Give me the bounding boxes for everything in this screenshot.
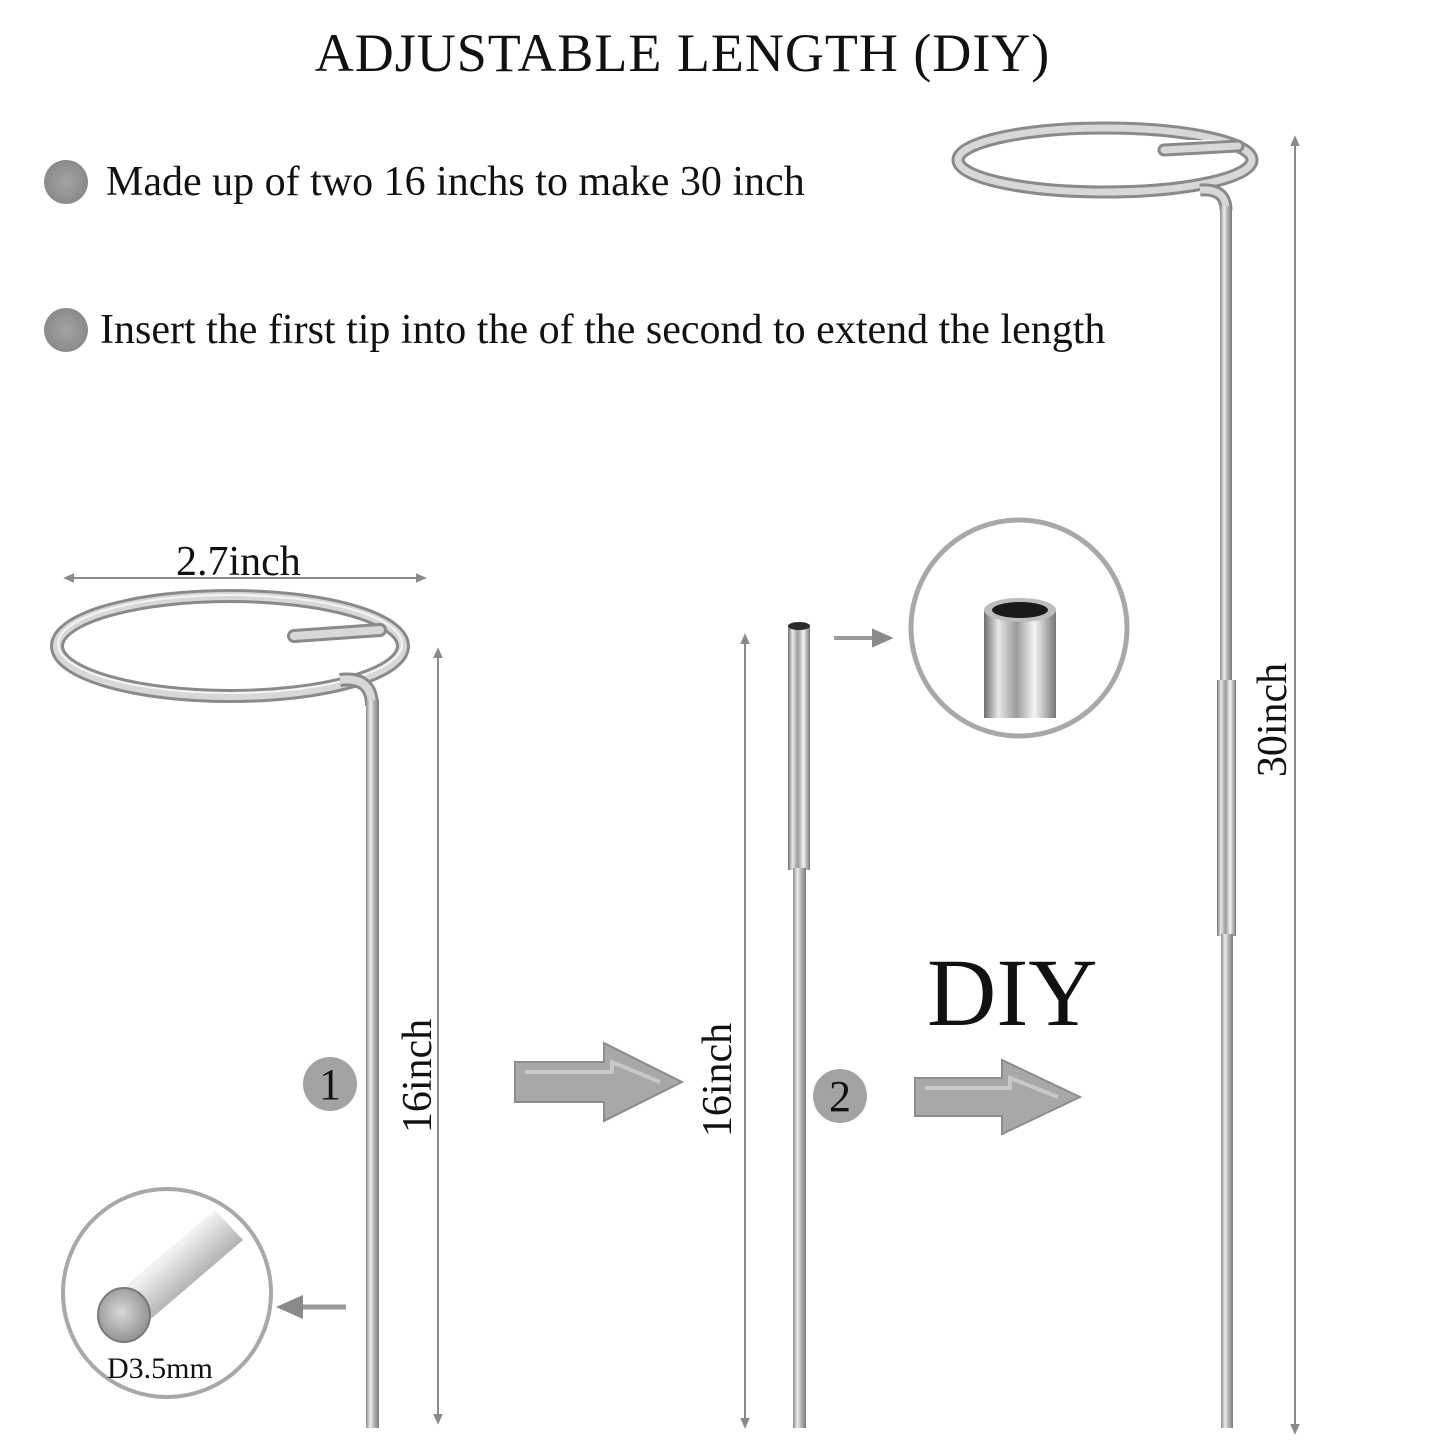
right-arrow-icon (514, 1041, 685, 1123)
step-2-badge: 2 (813, 1069, 867, 1123)
bullet-text-2: Insert the first tip into the of the sec… (100, 307, 1106, 353)
diameter-label: D3.5mm (107, 1352, 213, 1385)
step-1-badge: 1 (303, 1057, 357, 1111)
ring-width-label: 2.7inch (176, 539, 301, 585)
bullet-dot-icon (44, 308, 88, 352)
tube-end-zoom (908, 517, 1130, 739)
bullet-text-1: Made up of two 16 inchs to make 30 inch (106, 159, 805, 205)
right-arrow-icon (914, 1058, 1083, 1136)
combined-stake (951, 121, 1259, 1428)
stake-2 (788, 622, 810, 1428)
combined-length-label: 30inch (1250, 662, 1296, 778)
stake2-length-label: 16inch (695, 1022, 741, 1138)
bullet-dot-icon (44, 160, 88, 204)
stake-1 (50, 589, 410, 1428)
stake1-length-label: 16inch (395, 1018, 441, 1134)
rod-end-zoom (61, 1187, 273, 1399)
page-title: ADJUSTABLE LENGTH (DIY) (314, 23, 1051, 83)
diy-label: DIY (927, 939, 1098, 1046)
bullet-item-1: Made up of two 16 inchs to make 30 inch (44, 158, 805, 206)
bullet-item-2: Insert the first tip into the of the sec… (44, 306, 1105, 354)
